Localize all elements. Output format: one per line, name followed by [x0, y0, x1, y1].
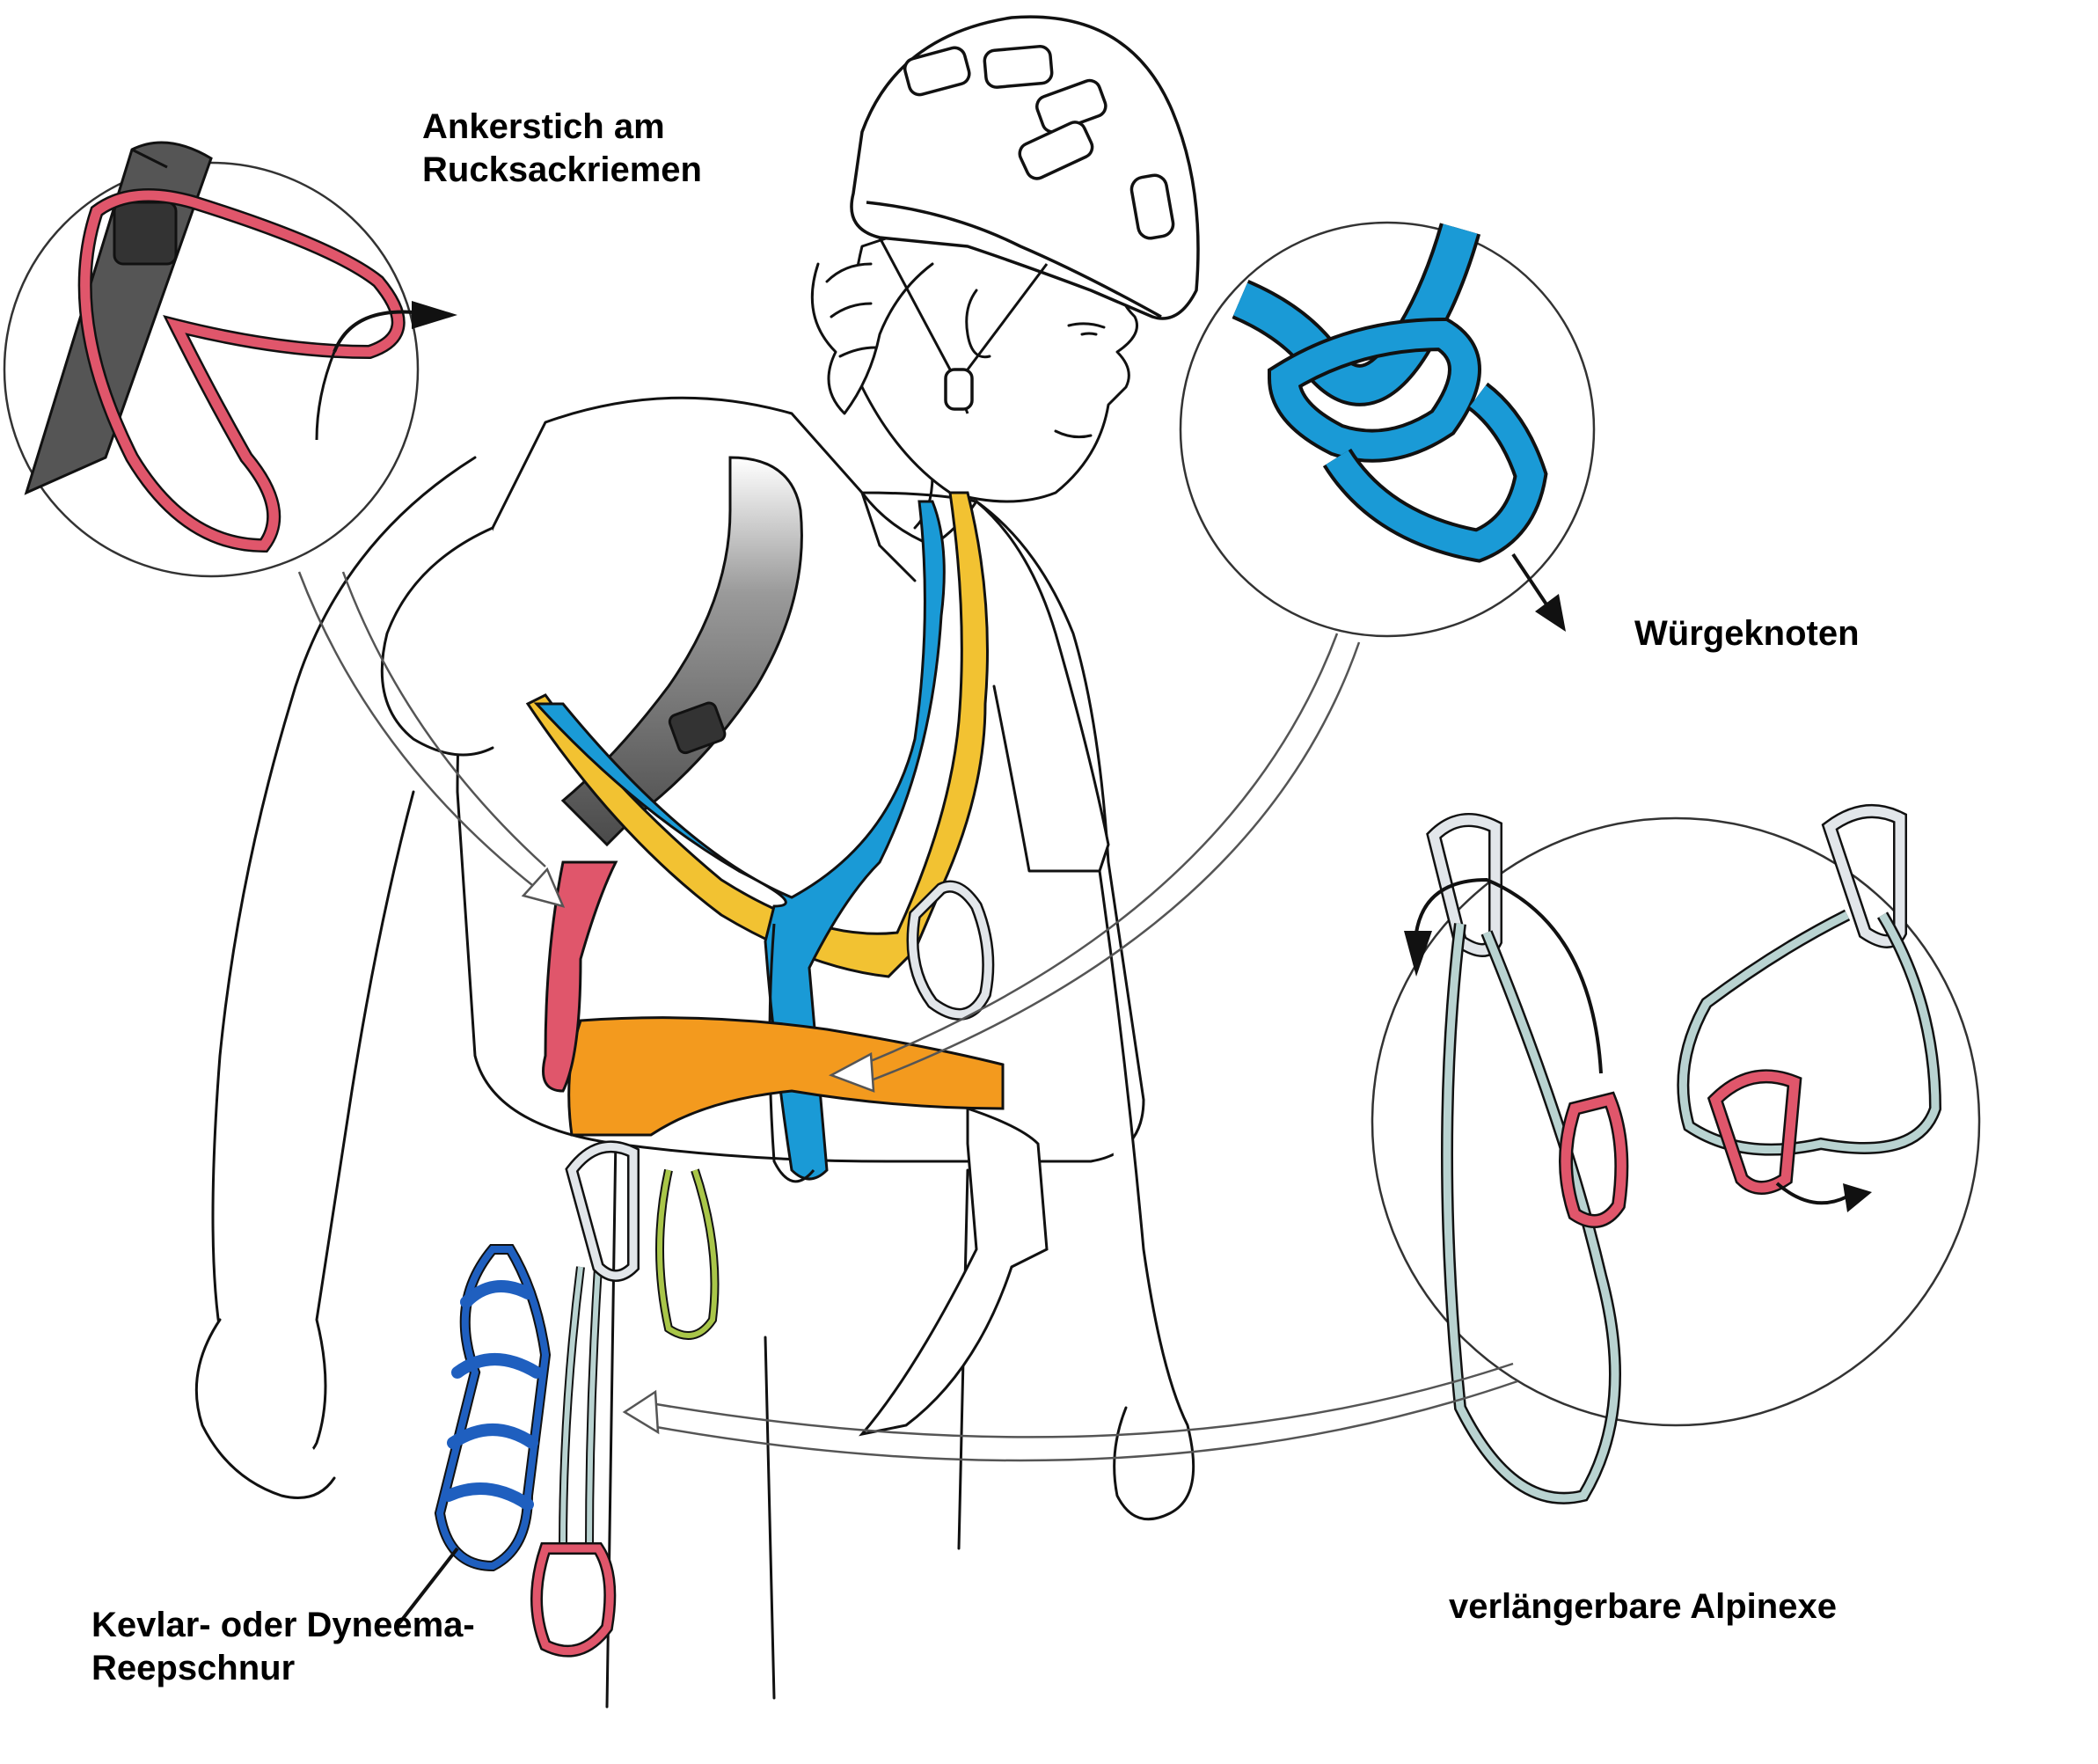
label-ankerstich: Ankerstich am Rucksackriemen	[422, 106, 702, 192]
label-wuergeknoten: Würgeknoten	[1634, 614, 1860, 653]
arrow-icon	[1775, 1182, 1848, 1205]
backpack-strap	[560, 456, 803, 847]
arrow-head-icon	[1843, 1183, 1872, 1212]
label-ankerstich-line1: Ankerstich am	[422, 107, 665, 146]
detail-circle-ankerstich	[3, 141, 457, 578]
helmet	[850, 15, 1200, 414]
label-reepschnur: Kevlar- oder Dyneema- Reepschnur	[91, 1604, 475, 1690]
pointer-arrows	[297, 571, 1518, 1629]
yellow-sling	[525, 491, 989, 978]
detail-circle-alpinexe	[1371, 804, 1981, 1504]
label-ankerstich-line2: Rucksackriemen	[422, 150, 702, 189]
label-reepschnur-line1: Kevlar- oder Dyneema-	[91, 1606, 475, 1644]
arrow-head-icon	[1535, 594, 1566, 632]
arrow-head-icon	[412, 301, 457, 329]
blue-reepschnur-coil	[434, 1244, 552, 1572]
label-alpinexe: verlängerbare Alpinexe	[1449, 1587, 1837, 1626]
detail-circle-wuergeknoten	[1179, 221, 1596, 638]
green-cord	[655, 1168, 720, 1340]
label-reepschnur-line2: Reepschnur	[91, 1649, 296, 1687]
harness-legloop	[859, 1106, 1049, 1437]
blue-sling	[533, 500, 946, 1181]
arrow-icon	[1415, 877, 1603, 1074]
arrow-head-icon	[1404, 931, 1432, 977]
red-sling-harness	[542, 860, 618, 1093]
arrow-icon	[333, 310, 414, 353]
harness-waistbelt	[567, 1016, 1005, 1137]
strap-buckle	[668, 701, 727, 755]
